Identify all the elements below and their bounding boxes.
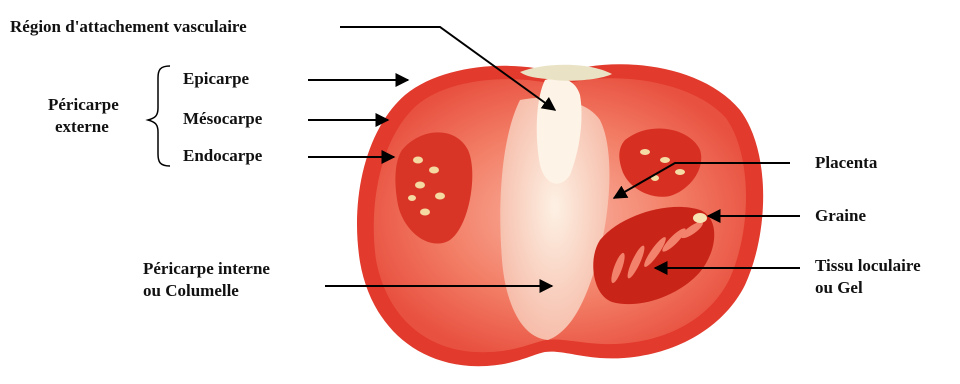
label-columella-1: Péricarpe interne bbox=[143, 259, 270, 279]
label-seed: Graine bbox=[815, 206, 866, 226]
label-columella-2: ou Columelle bbox=[143, 281, 239, 301]
label-locular-2: ou Gel bbox=[815, 278, 863, 298]
label-placenta: Placenta bbox=[815, 153, 877, 173]
label-vascular: Région d'attachement vasculaire bbox=[10, 17, 247, 37]
seed bbox=[693, 213, 707, 223]
label-mesocarp: Mésocarpe bbox=[183, 109, 262, 129]
tomato-body bbox=[357, 64, 763, 366]
pericarp-brace bbox=[148, 66, 170, 166]
label-pericarp-ext-1: Péricarpe bbox=[48, 95, 119, 115]
label-endocarp: Endocarpe bbox=[183, 146, 262, 166]
label-pericarp-ext-2: externe bbox=[55, 117, 109, 137]
label-locular-1: Tissu loculaire bbox=[815, 256, 921, 276]
label-epicarp: Epicarpe bbox=[183, 69, 249, 89]
